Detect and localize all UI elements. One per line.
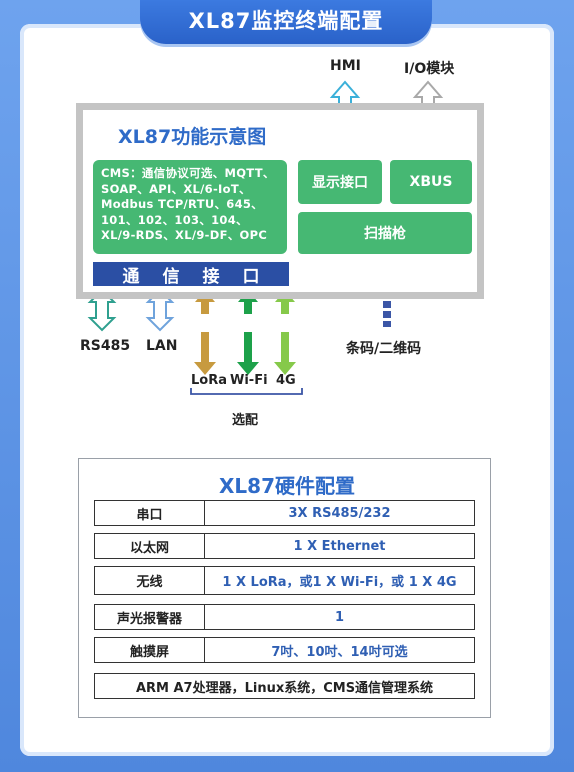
cms-protocol-box: CMS：通信协议可选、MQTT、SOAP、API、XL/6-IoT、Modbus… <box>93 160 287 254</box>
row-label: 无线 <box>94 566 205 595</box>
barcode-label: 条码/二维码 <box>346 341 422 357</box>
lora-arrow <box>194 290 216 375</box>
lora-label: LoRa <box>191 373 227 388</box>
row-label: 串口 <box>94 500 205 526</box>
comm-port-char: 口 <box>242 266 260 287</box>
lan-arrow <box>145 288 175 332</box>
function-title: XL87功能示意图 <box>118 126 267 148</box>
display-port-box: 显示接口 <box>298 160 382 204</box>
table-row: 声光报警器 1 <box>94 604 475 630</box>
optional-bracket <box>190 388 303 395</box>
4g-label: 4G <box>276 373 296 388</box>
row-label: 声光报警器 <box>94 604 205 630</box>
row-value: 1 X Ethernet <box>205 533 475 559</box>
comm-port-char: 通 <box>122 266 140 287</box>
page-title: XL87监控终端配置 <box>140 0 432 44</box>
row-label: 以太网 <box>94 533 205 559</box>
hardware-footer-row: ARM A7处理器，Linux系统，CMS通信管理系统 <box>94 673 475 699</box>
hardware-frame <box>78 458 491 718</box>
scanner-box: 扫描枪 <box>298 212 472 254</box>
row-value: 1 X LoRa，或1 X Wi-Fi，或 1 X 4G <box>205 566 475 595</box>
table-row: 串口 3X RS485/232 <box>94 500 475 526</box>
io-module-label: I/O模块 <box>404 61 455 77</box>
table-row: 以太网 1 X Ethernet <box>94 533 475 559</box>
table-row: 无线 1 X LoRa，或1 X Wi-Fi，或 1 X 4G <box>94 566 475 595</box>
lan-label: LAN <box>146 338 178 354</box>
comm-port-bar: 通 信 接 口 <box>93 262 289 287</box>
row-value: 1 <box>205 604 475 630</box>
comm-port-char: 接 <box>202 266 220 287</box>
table-row: 触摸屏 7吋、10吋、14吋可选 <box>94 637 475 663</box>
optional-label: 选配 <box>232 413 259 428</box>
wifi-arrow <box>237 290 259 375</box>
row-value: 7吋、10吋、14吋可选 <box>205 637 475 663</box>
comm-port-char: 信 <box>162 266 180 287</box>
rs485-label: RS485 <box>80 338 131 354</box>
wifi-label: Wi-Fi <box>230 373 268 388</box>
hmi-label: HMI <box>330 58 361 74</box>
rs485-arrow <box>87 288 117 332</box>
xbus-box: XBUS <box>390 160 472 204</box>
row-value: 3X RS485/232 <box>205 500 475 526</box>
hardware-title: XL87硬件配置 <box>219 474 355 498</box>
4g-arrow <box>274 290 296 375</box>
row-label: 触摸屏 <box>94 637 205 663</box>
